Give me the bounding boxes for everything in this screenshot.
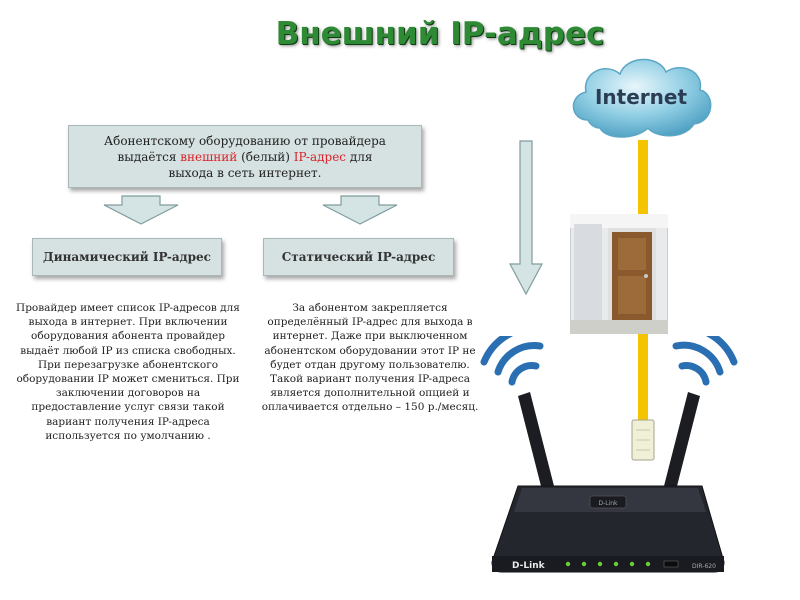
network-cable-icon (631, 140, 655, 461)
page-title: Внешний IP-адрес (275, 16, 605, 52)
highlight-external: внешний (180, 150, 238, 164)
dynamic-ip-box: Динамический IP-адрес (32, 238, 222, 276)
arrow-down-left-icon (103, 195, 179, 225)
static-ip-box: Статический IP-адрес (263, 238, 454, 276)
router-brand-label: D-Link (512, 561, 546, 571)
intro-line-3: выхода в сеть интернет. (168, 166, 322, 180)
static-description: За абонентом закрепляется определённый I… (261, 302, 479, 414)
intro-line-1: Абонентскому оборудованию от провайдера (104, 134, 386, 148)
door-photo (570, 214, 668, 334)
svg-text:D-Link: D-Link (598, 500, 618, 507)
wifi-signal-left-icon (480, 336, 544, 386)
internet-cloud-icon: Internet (572, 58, 712, 138)
status-leds (565, 561, 651, 567)
intro-box: Абонентскому оборудованию от провайдера … (68, 125, 422, 188)
wifi-signal-right-icon (672, 336, 738, 386)
intro-line-2: выдаётся внешний (белый) IP-адрес для (117, 150, 373, 164)
router-model-label: DIR-620 (692, 563, 716, 570)
dynamic-description: Провайдер имеет список IP-адресов для вы… (16, 302, 240, 442)
cloud-label: Internet (595, 85, 687, 109)
arrow-down-long-icon (509, 140, 543, 296)
router-icon: D-Link D-Link DIR-620 (480, 336, 738, 573)
arrow-down-right-icon (322, 195, 398, 225)
highlight-ip-address: IP-адрес (293, 150, 347, 164)
